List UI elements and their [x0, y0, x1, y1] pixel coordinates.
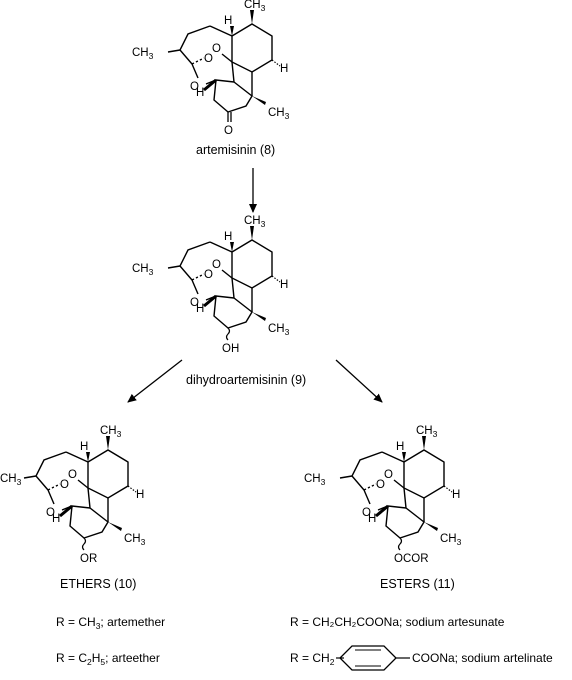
hydrogen-label: H: [80, 441, 88, 453]
hydrogen-label: H: [368, 513, 376, 525]
ester-structure: CH3 CH3 CH3 H H H OCOR: [304, 425, 462, 565]
ether-structure: CH3 CH3 CH3 H H H OR: [0, 425, 146, 565]
hydrogen-label: H: [280, 63, 288, 75]
methyl-label: CH3: [440, 533, 462, 547]
etherification-arrow: [127, 359, 183, 403]
hydrogen-label: H: [452, 489, 460, 501]
methyl-label: CH3: [100, 425, 122, 439]
svg-text:COONa; sodium artelinate: COONa; sodium artelinate: [412, 651, 553, 665]
hydroxyl-label: OH: [222, 343, 239, 355]
ethers-caption: ETHERS (10): [60, 577, 136, 591]
artemether-definition: R = CH3; artemether: [56, 615, 165, 631]
methyl-label: CH3: [268, 107, 290, 121]
esters-caption: ESTERS (11): [380, 577, 455, 591]
benzene-ring-icon: [339, 645, 397, 671]
methyl-label: CH3: [244, 0, 266, 13]
methyl-label: CH3: [0, 473, 22, 487]
ether-substituent-label: OR: [80, 553, 97, 565]
artemisinin-caption: artemisinin (8): [196, 143, 275, 157]
artelinate-definition: R = CH2 COONa; sodium artelinate: [290, 645, 553, 671]
hydrogen-label: H: [196, 87, 204, 99]
hydrogen-label: H: [224, 231, 232, 243]
artesunate-definition: R = CH₂CH₂COONa; sodium artesunate: [290, 615, 505, 629]
hydrogen-label: H: [136, 489, 144, 501]
dihydroartemisinin-structure: CH3 CH3 CH3 H H H OH: [132, 215, 290, 355]
methyl-label: CH3: [132, 263, 154, 277]
dha-caption: dihydroartemisinin (9): [186, 373, 306, 387]
methyl-label: CH3: [304, 473, 326, 487]
methyl-label: CH3: [268, 323, 290, 337]
methyl-label: CH3: [416, 425, 438, 439]
svg-text:R = CH2: R = CH2: [290, 651, 335, 667]
hydrogen-label: H: [52, 513, 60, 525]
hydrogen-label: H: [196, 303, 204, 315]
esterification-arrow: [335, 359, 383, 403]
methyl-label: CH3: [124, 533, 146, 547]
hydrogen-label: H: [396, 441, 404, 453]
arteether-definition: R = C2H5; arteether: [56, 651, 160, 667]
artemisinin-structure: CH3 CH3 CH3 H H H O: [132, 0, 290, 137]
methyl-label: CH3: [244, 215, 266, 229]
hydrogen-label: H: [224, 15, 232, 27]
ester-substituent-label: OCOR: [394, 553, 429, 565]
carbonyl-oxygen: O: [224, 125, 233, 137]
methyl-label: CH3: [132, 47, 154, 61]
hydrogen-label: H: [280, 279, 288, 291]
